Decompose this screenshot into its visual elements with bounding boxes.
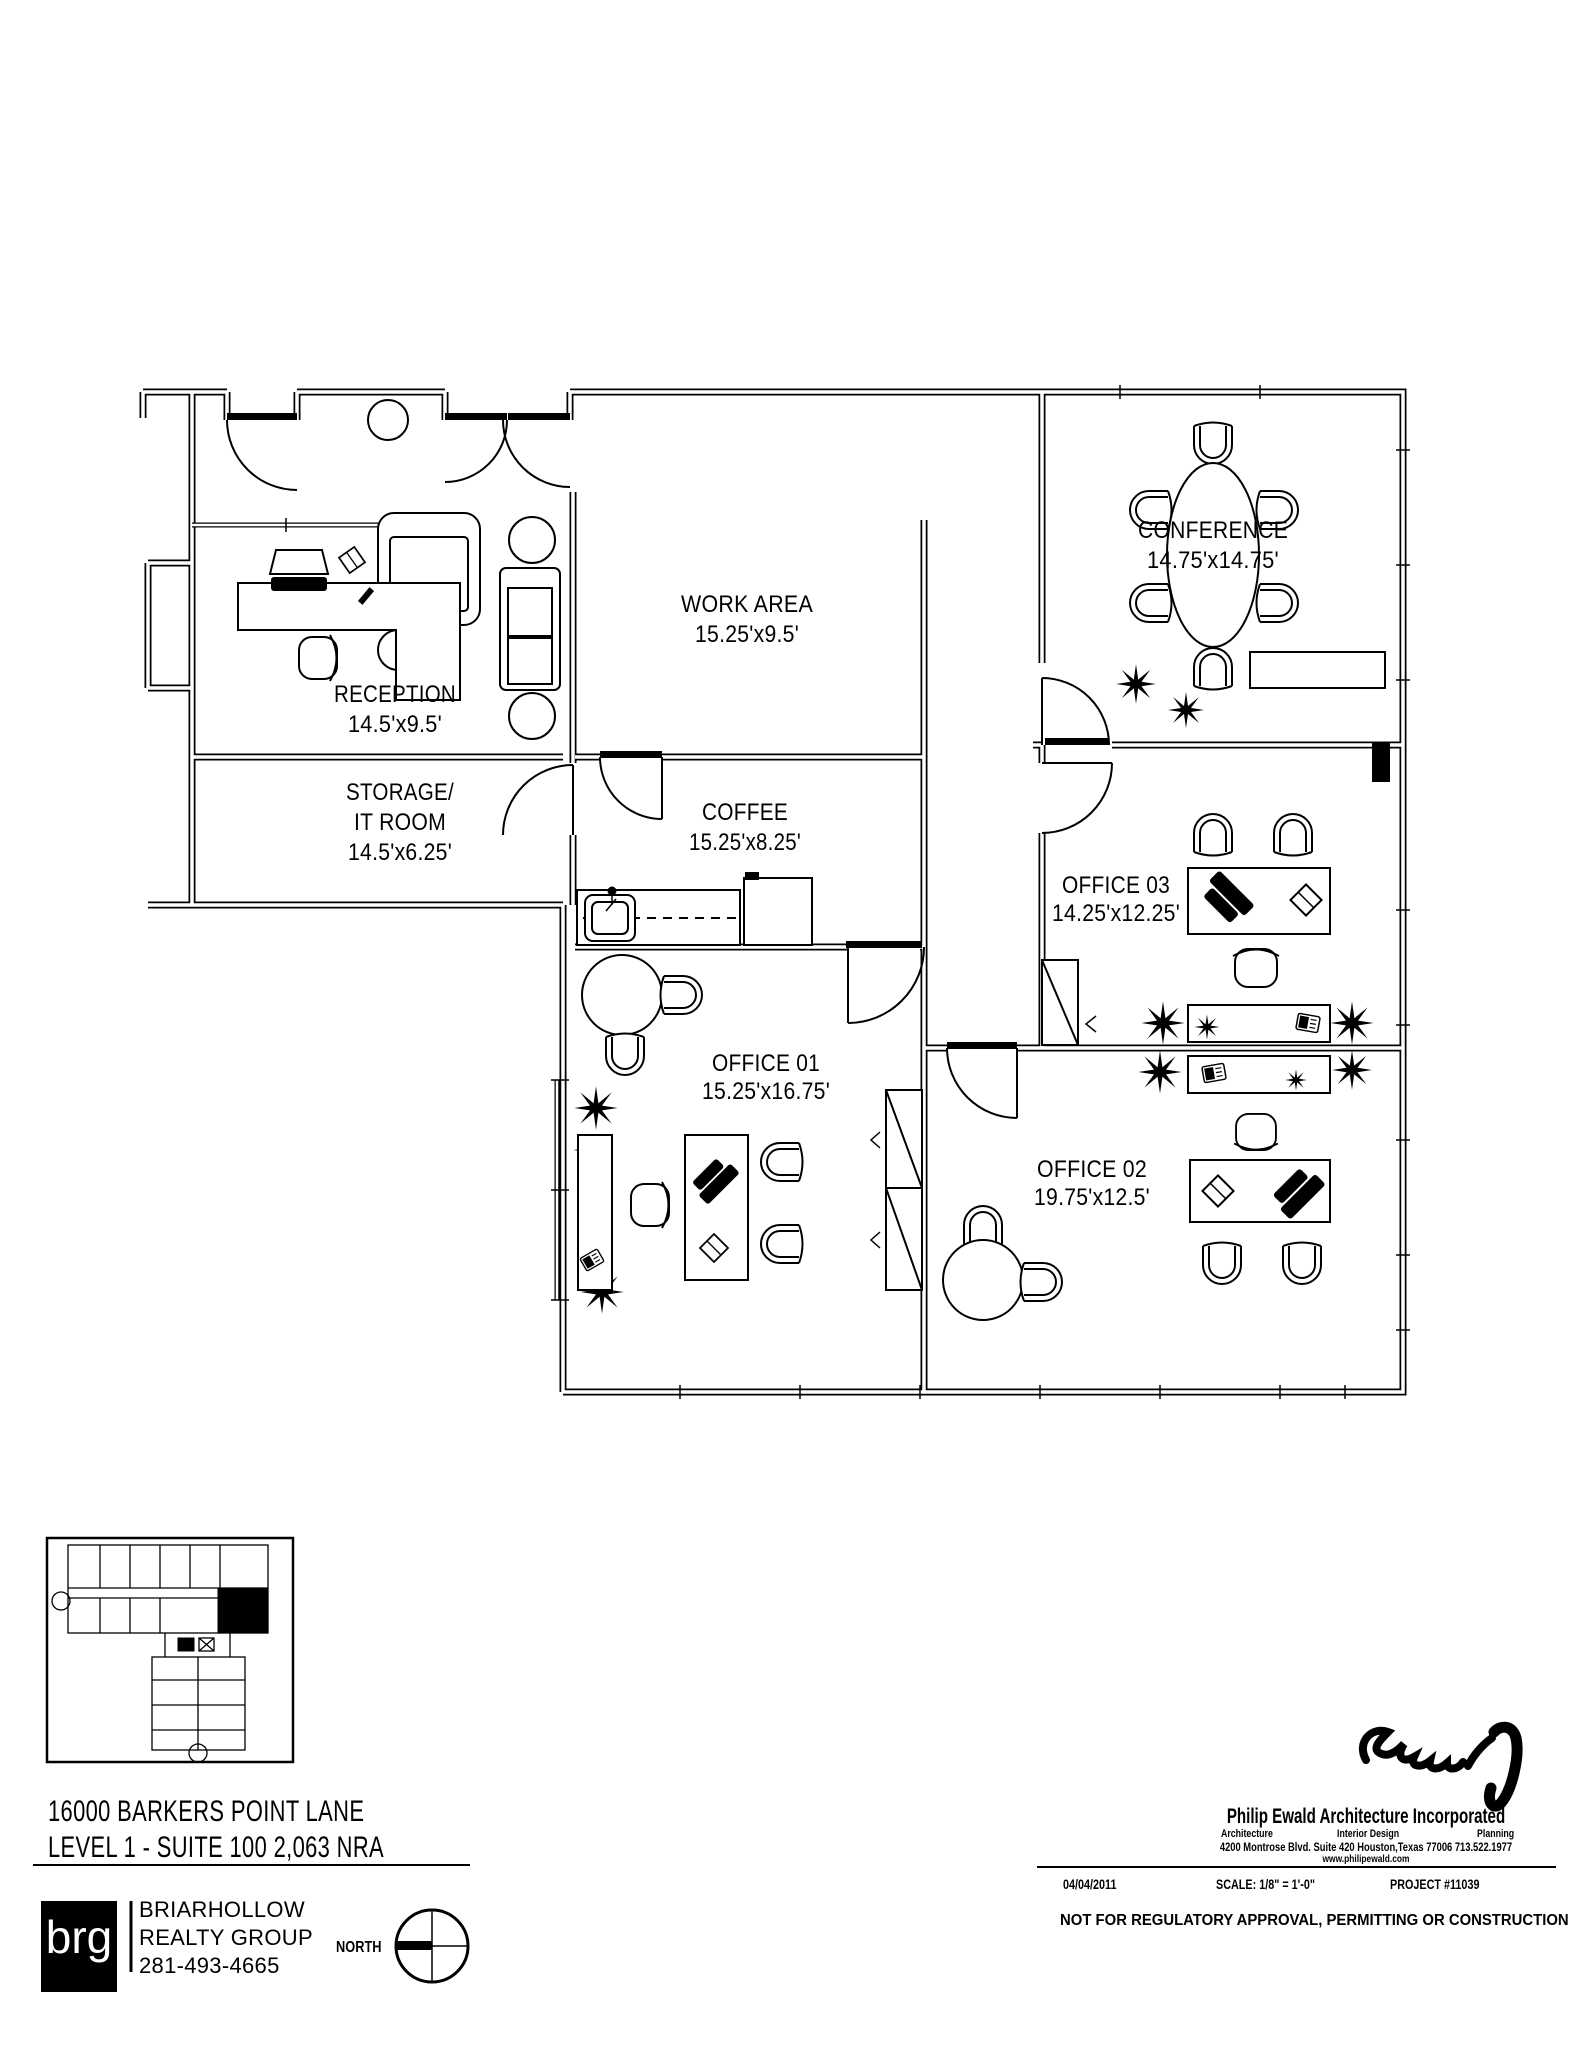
room-dims-storage: 14.5'x6.25' — [348, 839, 452, 866]
project-number: PROJECT #11039 — [1390, 1877, 1480, 1892]
room-label-office-01: OFFICE 01 — [712, 1050, 820, 1077]
key-plan — [45, 1536, 295, 1764]
coffee-furniture — [576, 872, 813, 946]
architect-service-architecture: Architecture — [1221, 1828, 1273, 1840]
room-labels: CONFERENCE 14.75'x14.75' WORK AREA 15.25… — [334, 517, 1288, 1211]
architect-address: 4200 Montrose Blvd. Suite 420 Houston,Te… — [1219, 1840, 1513, 1854]
architect-service-planning: Planning — [1477, 1828, 1515, 1840]
room-label-storage-1: STORAGE/ — [346, 779, 454, 806]
room-label-coffee: COFFEE — [702, 799, 788, 826]
room-dims-coffee: 15.25'x8.25' — [689, 829, 801, 856]
realty-phone: 281-493-4665 — [139, 1953, 280, 1978]
office01-furniture — [572, 954, 923, 1315]
realty-name-line2: REALTY GROUP — [139, 1925, 313, 1950]
site-address: 16000 BARKERS POINT LANE — [48, 1795, 365, 1828]
room-label-office-02: OFFICE 02 — [1037, 1156, 1147, 1183]
architect-website: www.philipewald.com — [1322, 1853, 1410, 1865]
architect-service-interior-design: Interior Design — [1337, 1828, 1400, 1840]
room-dims-office-01: 15.25'x16.75' — [702, 1078, 830, 1105]
realty-name-line1: BRIARHOLLOW — [139, 1897, 305, 1922]
room-dims-work-area: 15.25'x9.5' — [695, 621, 799, 648]
disclaimer-note: NOT FOR REGULATORY APPROVAL, PERMITTING … — [1060, 1912, 1569, 1929]
office03-furniture — [1041, 813, 1375, 1046]
reception-furniture — [237, 516, 561, 740]
brg-logo: brg — [41, 1901, 133, 1992]
level-suite-line: LEVEL 1 - SUITE 100 2,063 NRA — [48, 1831, 385, 1864]
drawing-scale: SCALE: 1/8" = 1'-0" — [1216, 1877, 1315, 1892]
room-label-office-03: OFFICE 03 — [1062, 872, 1170, 899]
room-label-conference: CONFERENCE — [1138, 517, 1288, 544]
north-compass-icon — [394, 1908, 470, 1984]
north-label: NORTH — [336, 1939, 382, 1956]
drawing-date: 04/04/2011 — [1063, 1877, 1117, 1892]
office02-furniture — [942, 1049, 1373, 1321]
room-label-work-area: WORK AREA — [681, 591, 813, 618]
room-dims-office-02: 19.75'x12.5' — [1034, 1184, 1150, 1211]
architect-firm-name: Philip Ewald Architecture Incorporated — [1226, 1805, 1506, 1828]
walls — [139, 385, 1410, 1399]
room-dims-office-03: 14.25'x12.25' — [1052, 900, 1180, 927]
room-dims-reception: 14.5'x9.5' — [348, 711, 442, 738]
room-label-storage-2: IT ROOM — [354, 809, 446, 836]
brg-logo-text: brg — [46, 1911, 112, 1963]
architect-divider-line — [1037, 1866, 1556, 1868]
key-plan-suite-highlight — [217, 1587, 269, 1634]
signature — [1358, 1721, 1523, 1812]
title-divider-line — [33, 1864, 470, 1866]
room-dims-conference: 14.75'x14.75' — [1147, 547, 1279, 574]
room-label-reception: RECEPTION — [334, 681, 456, 708]
conference-furniture — [1115, 421, 1386, 729]
doors — [226, 419, 1113, 1119]
